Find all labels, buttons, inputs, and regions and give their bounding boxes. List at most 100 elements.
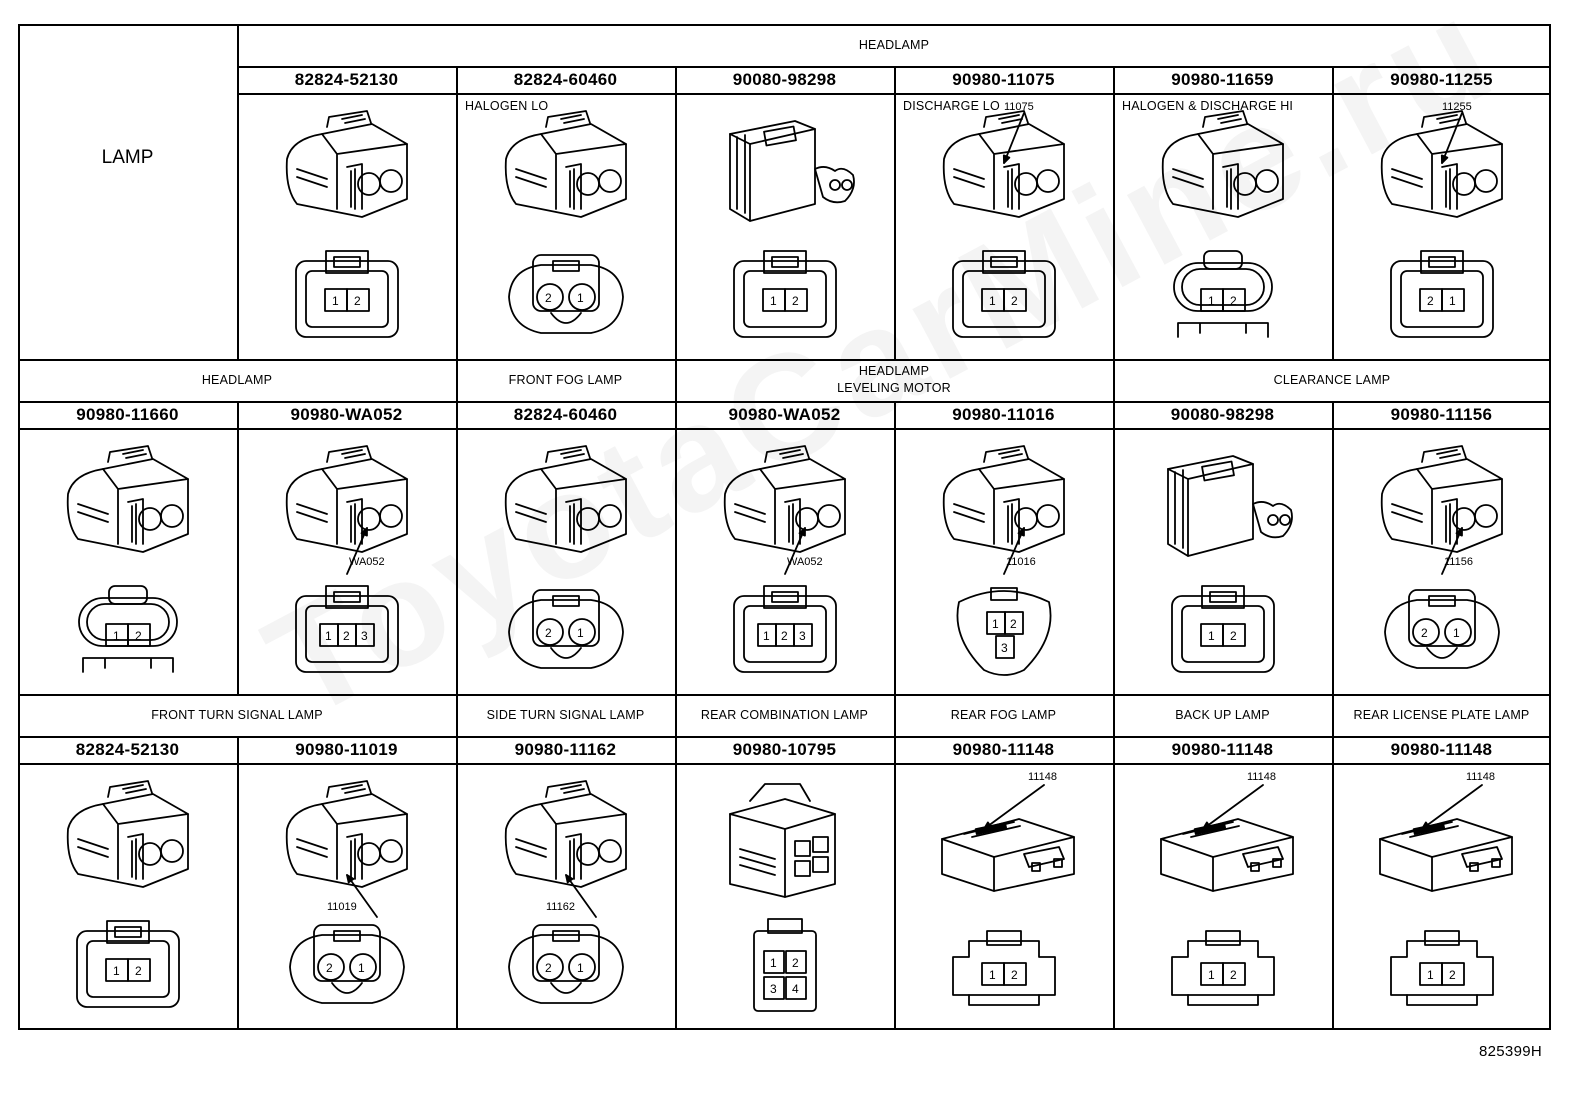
svg-text:1: 1 bbox=[358, 961, 365, 975]
connector-housing-icon bbox=[924, 109, 1084, 229]
svg-text:1: 1 bbox=[1427, 968, 1434, 982]
group-header: HEADLAMP bbox=[858, 364, 930, 379]
connector-housing-icon bbox=[48, 779, 208, 899]
group-header: LEVELING MOTOR bbox=[837, 381, 951, 396]
svg-text:1: 1 bbox=[577, 291, 584, 305]
callout-label: 11156 bbox=[1444, 556, 1473, 568]
svg-text:2: 2 bbox=[326, 961, 333, 975]
callout-label: 11019 bbox=[327, 901, 357, 913]
callout-label: 11162 bbox=[546, 901, 575, 913]
svg-text:4: 4 bbox=[792, 982, 799, 996]
connector-housing-icon bbox=[267, 109, 427, 229]
svg-text:3: 3 bbox=[1001, 641, 1008, 655]
part-number: 90980-10795 bbox=[732, 739, 837, 759]
callout-label: 11148 bbox=[1466, 771, 1495, 783]
column-divider bbox=[894, 694, 896, 1030]
svg-text:1: 1 bbox=[770, 294, 777, 308]
callout-label: 11075 bbox=[1004, 101, 1034, 113]
svg-text:1: 1 bbox=[1449, 294, 1456, 308]
connector-housing-icon bbox=[267, 779, 427, 899]
part-number: 90980-11156 bbox=[1390, 404, 1493, 424]
part-number: 90980-11659 bbox=[1171, 69, 1274, 89]
svg-text:2: 2 bbox=[545, 961, 552, 975]
callout-label: 11255 bbox=[1442, 101, 1472, 113]
part-number: 82824-52130 bbox=[294, 69, 399, 89]
connector-housing-icon bbox=[1143, 109, 1303, 229]
group-header: SIDE TURN SIGNAL LAMP bbox=[486, 707, 645, 722]
connector-housing-icon bbox=[267, 444, 427, 564]
group-header: HEADLAMP bbox=[858, 37, 930, 52]
part-number: 90080-98298 bbox=[732, 69, 837, 89]
part-number: 90980-11162 bbox=[514, 739, 617, 759]
svg-text:3: 3 bbox=[799, 629, 806, 643]
svg-text:2: 2 bbox=[545, 626, 552, 640]
part-number: 90980-11075 bbox=[952, 69, 1055, 89]
svg-text:1: 1 bbox=[989, 294, 996, 308]
connector-housing-icon bbox=[48, 444, 208, 564]
svg-text:2: 2 bbox=[781, 629, 788, 643]
connector-note: HALOGEN LO bbox=[465, 99, 549, 113]
svg-text:1: 1 bbox=[763, 629, 770, 643]
column-divider bbox=[456, 66, 458, 359]
svg-text:1: 1 bbox=[577, 626, 584, 640]
svg-text:1: 1 bbox=[113, 629, 120, 643]
svg-text:1: 1 bbox=[325, 629, 332, 643]
svg-text:3: 3 bbox=[770, 982, 777, 996]
part-number: 90980-11148 bbox=[952, 739, 1055, 759]
svg-text:1: 1 bbox=[113, 964, 120, 978]
column-divider bbox=[237, 24, 239, 359]
connector-housing-icon bbox=[705, 109, 865, 229]
group-header: CLEARANCE LAMP bbox=[1273, 372, 1391, 387]
group-header: FRONT TURN SIGNAL LAMP bbox=[151, 707, 323, 722]
connector-housing-icon bbox=[486, 779, 646, 899]
figure-id: 825399H bbox=[1479, 1043, 1542, 1060]
svg-text:1: 1 bbox=[1453, 626, 1460, 640]
svg-text:2: 2 bbox=[135, 964, 142, 978]
svg-text:2: 2 bbox=[1421, 626, 1428, 640]
svg-text:2: 2 bbox=[343, 629, 350, 643]
connector-note: DISCHARGE LO bbox=[903, 99, 1000, 113]
part-divider bbox=[18, 428, 1551, 430]
column-divider bbox=[1113, 694, 1115, 1030]
column-divider bbox=[237, 736, 239, 1030]
row-divider bbox=[18, 694, 1551, 696]
group-divider bbox=[18, 736, 1551, 738]
svg-text:2: 2 bbox=[1011, 968, 1018, 982]
callout-label: WA052 bbox=[787, 556, 823, 568]
part-number: 82824-60460 bbox=[513, 69, 618, 89]
column-divider bbox=[894, 66, 896, 359]
svg-text:2: 2 bbox=[135, 629, 142, 643]
column-divider bbox=[456, 359, 458, 694]
svg-text:2: 2 bbox=[1230, 629, 1237, 643]
part-number: 82824-60460 bbox=[513, 404, 618, 424]
callout-label: 11016 bbox=[1006, 556, 1036, 568]
connector-housing-icon bbox=[486, 109, 646, 229]
connector-housing-icon bbox=[924, 779, 1084, 899]
svg-text:1: 1 bbox=[577, 961, 584, 975]
column-divider bbox=[675, 359, 677, 694]
svg-text:1: 1 bbox=[992, 617, 999, 631]
connector-table bbox=[18, 24, 1551, 1030]
svg-text:1: 1 bbox=[770, 956, 777, 970]
